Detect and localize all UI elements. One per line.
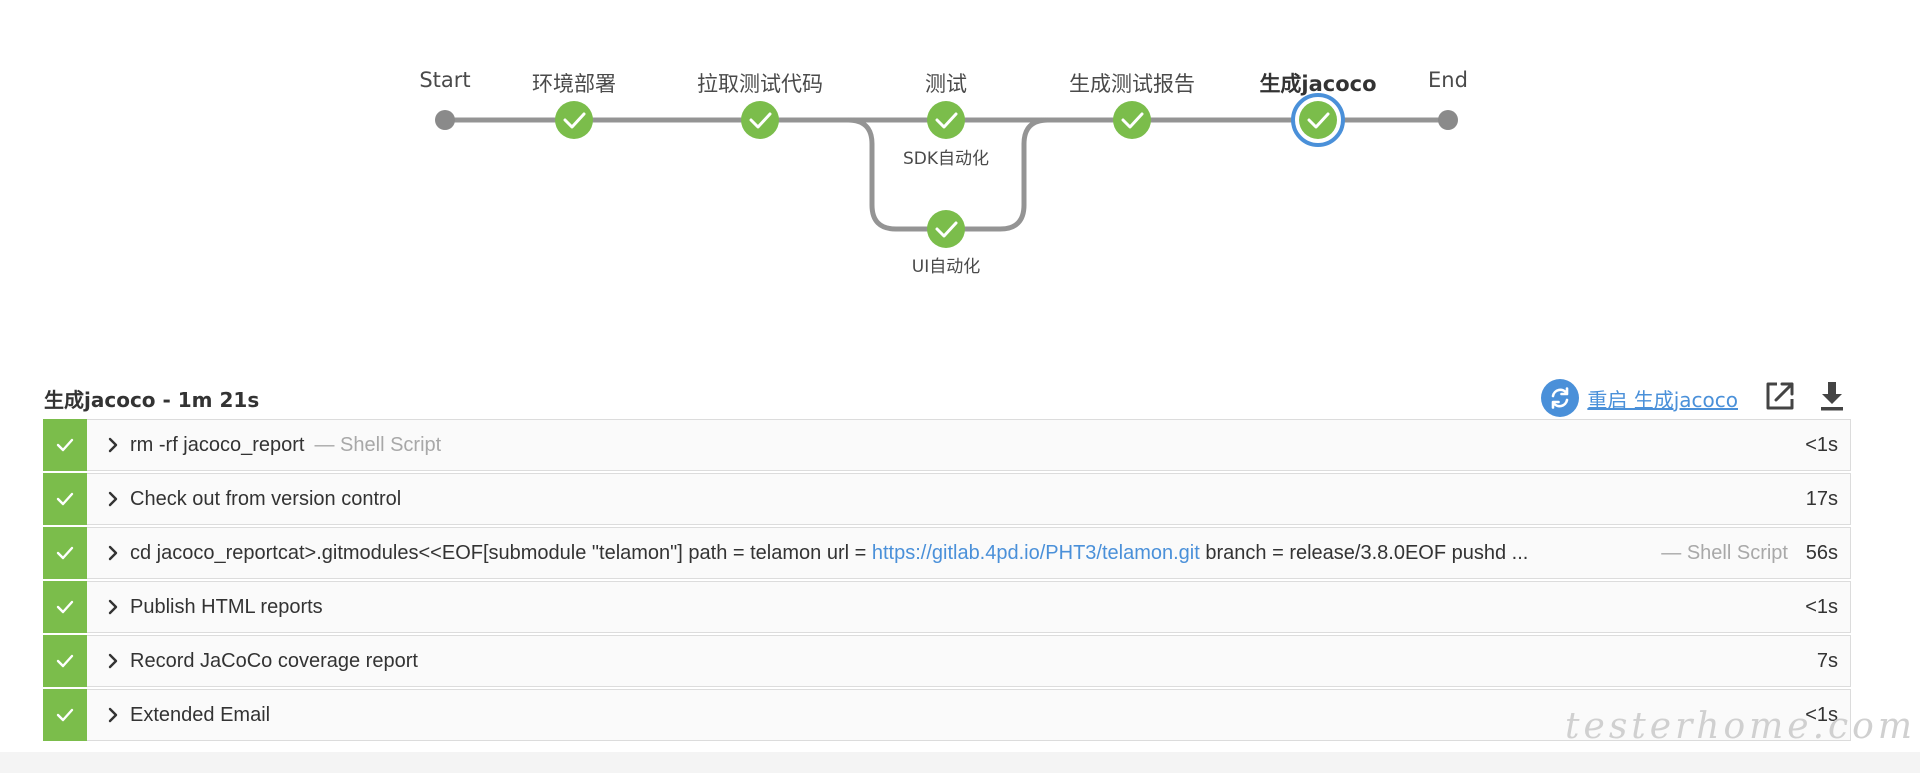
step-panel-header: 生成jacoco - 1m 21s 重启 生成jacoco: [44, 378, 1850, 418]
step-text[interactable]: Publish HTML reports: [130, 582, 323, 632]
end-node: [1438, 110, 1458, 130]
step-row[interactable]: Publish HTML reports <1s: [43, 581, 1851, 633]
check-icon: [56, 438, 74, 452]
step-status-success: [43, 635, 87, 687]
step-duration: <1s: [1805, 596, 1838, 618]
step-text[interactable]: Check out from version control: [130, 474, 401, 524]
check-icon: [56, 708, 74, 722]
step-row[interactable]: Record JaCoCo coverage report 7s: [43, 635, 1851, 687]
step-kind: — Shell Script: [314, 434, 442, 456]
stage-label-gen-jacoco[interactable]: 生成jacoco: [1259, 72, 1377, 96]
restart-stage-control[interactable]: 重启 生成jacoco: [1541, 378, 1738, 418]
check-icon: [56, 600, 74, 614]
external-link-icon[interactable]: [1762, 378, 1798, 414]
step-duration: <1s: [1805, 704, 1838, 726]
stage-label-fetch-code[interactable]: 拉取测试代码: [697, 72, 823, 96]
step-status-success: [43, 581, 87, 633]
stage-label-env-deploy[interactable]: 环境部署: [532, 72, 616, 96]
branch-label-ui[interactable]: UI自动化: [911, 257, 981, 277]
check-icon: [563, 112, 586, 129]
check-icon: [935, 112, 958, 129]
check-icon: [749, 112, 772, 129]
pipeline-graph: [435, 93, 1458, 248]
step-duration: 56s: [1805, 542, 1838, 564]
step-panel-title: 生成jacoco - 1m 21s: [44, 388, 260, 412]
step-status-success: [43, 527, 87, 579]
stage-node-test-ui[interactable]: [927, 210, 965, 248]
watermark: testerhome.com: [1565, 706, 1916, 747]
check-icon: [56, 546, 74, 560]
start-node: [435, 110, 455, 130]
step-duration: 7s: [1816, 650, 1838, 672]
step-text[interactable]: Record JaCoCo coverage report: [130, 636, 418, 686]
check-icon: [935, 221, 958, 238]
download-icon[interactable]: [1814, 378, 1850, 414]
check-icon: [1307, 112, 1330, 129]
check-icon: [56, 492, 74, 506]
chevron-right-icon[interactable]: [106, 582, 120, 632]
chevron-right-icon[interactable]: [106, 690, 120, 740]
start-label: Start: [419, 68, 471, 92]
step-kind: — Shell Script: [1661, 542, 1788, 564]
step-duration: <1s: [1805, 434, 1838, 456]
step-status-success: [43, 689, 87, 741]
step-text[interactable]: Extended Email: [130, 690, 270, 740]
step-status-success: [43, 473, 87, 525]
step-status-success: [43, 419, 87, 471]
chevron-right-icon[interactable]: [106, 420, 120, 470]
step-duration: 17s: [1805, 488, 1838, 510]
chevron-right-icon[interactable]: [106, 474, 120, 524]
refresh-icon[interactable]: [1541, 379, 1580, 417]
stage-node-gen-jacoco[interactable]: [1291, 93, 1345, 147]
step-row[interactable]: cd jacoco_reportcat>.gitmodules<<EOF[sub…: [43, 527, 1851, 579]
check-icon: [56, 654, 74, 668]
stage-node-fetch-code[interactable]: [741, 101, 779, 139]
stage-label-test[interactable]: 测试: [925, 72, 967, 96]
step-row[interactable]: Check out from version control 17s: [43, 473, 1851, 525]
step-command: Check out from version control: [130, 488, 402, 510]
step-command: Extended Email: [130, 704, 271, 726]
stage-node-env-deploy[interactable]: [555, 101, 593, 139]
stage-label-gen-report[interactable]: 生成测试报告: [1069, 72, 1195, 96]
step-row[interactable]: rm -rf jacoco_report — Shell Script <1s: [43, 419, 1851, 471]
restart-stage-link[interactable]: 重启 生成jacoco: [1587, 387, 1738, 412]
check-icon: [1121, 112, 1144, 129]
step-text[interactable]: rm -rf jacoco_report — Shell Script: [130, 420, 441, 470]
bottom-bar: [0, 752, 1920, 773]
step-text[interactable]: cd jacoco_reportcat>.gitmodules<<EOF[sub…: [130, 528, 1528, 578]
step-command: Publish HTML reports: [130, 596, 323, 618]
chevron-right-icon[interactable]: [106, 528, 120, 578]
step-command: Record JaCoCo coverage report: [130, 650, 418, 672]
step-command-link[interactable]: https://gitlab.4pd.io/PHT3/telamon.git: [871, 542, 1200, 564]
step-row[interactable]: Extended Email <1s: [43, 689, 1851, 741]
step-command: rm -rf jacoco_report: [130, 434, 305, 456]
branch-label-sdk[interactable]: SDK自动化: [902, 149, 990, 169]
end-label: End: [1428, 68, 1468, 92]
stage-node-gen-report[interactable]: [1113, 101, 1151, 139]
step-command: cd jacoco_reportcat>.gitmodules<<EOF[sub…: [130, 542, 872, 564]
chevron-right-icon[interactable]: [106, 636, 120, 686]
step-list: rm -rf jacoco_report — Shell Script <1s C…: [43, 419, 1851, 743]
step-command-tail: branch = release/3.8.0EOF pushd ...: [1199, 542, 1529, 564]
stage-node-test-sdk[interactable]: [927, 101, 965, 139]
